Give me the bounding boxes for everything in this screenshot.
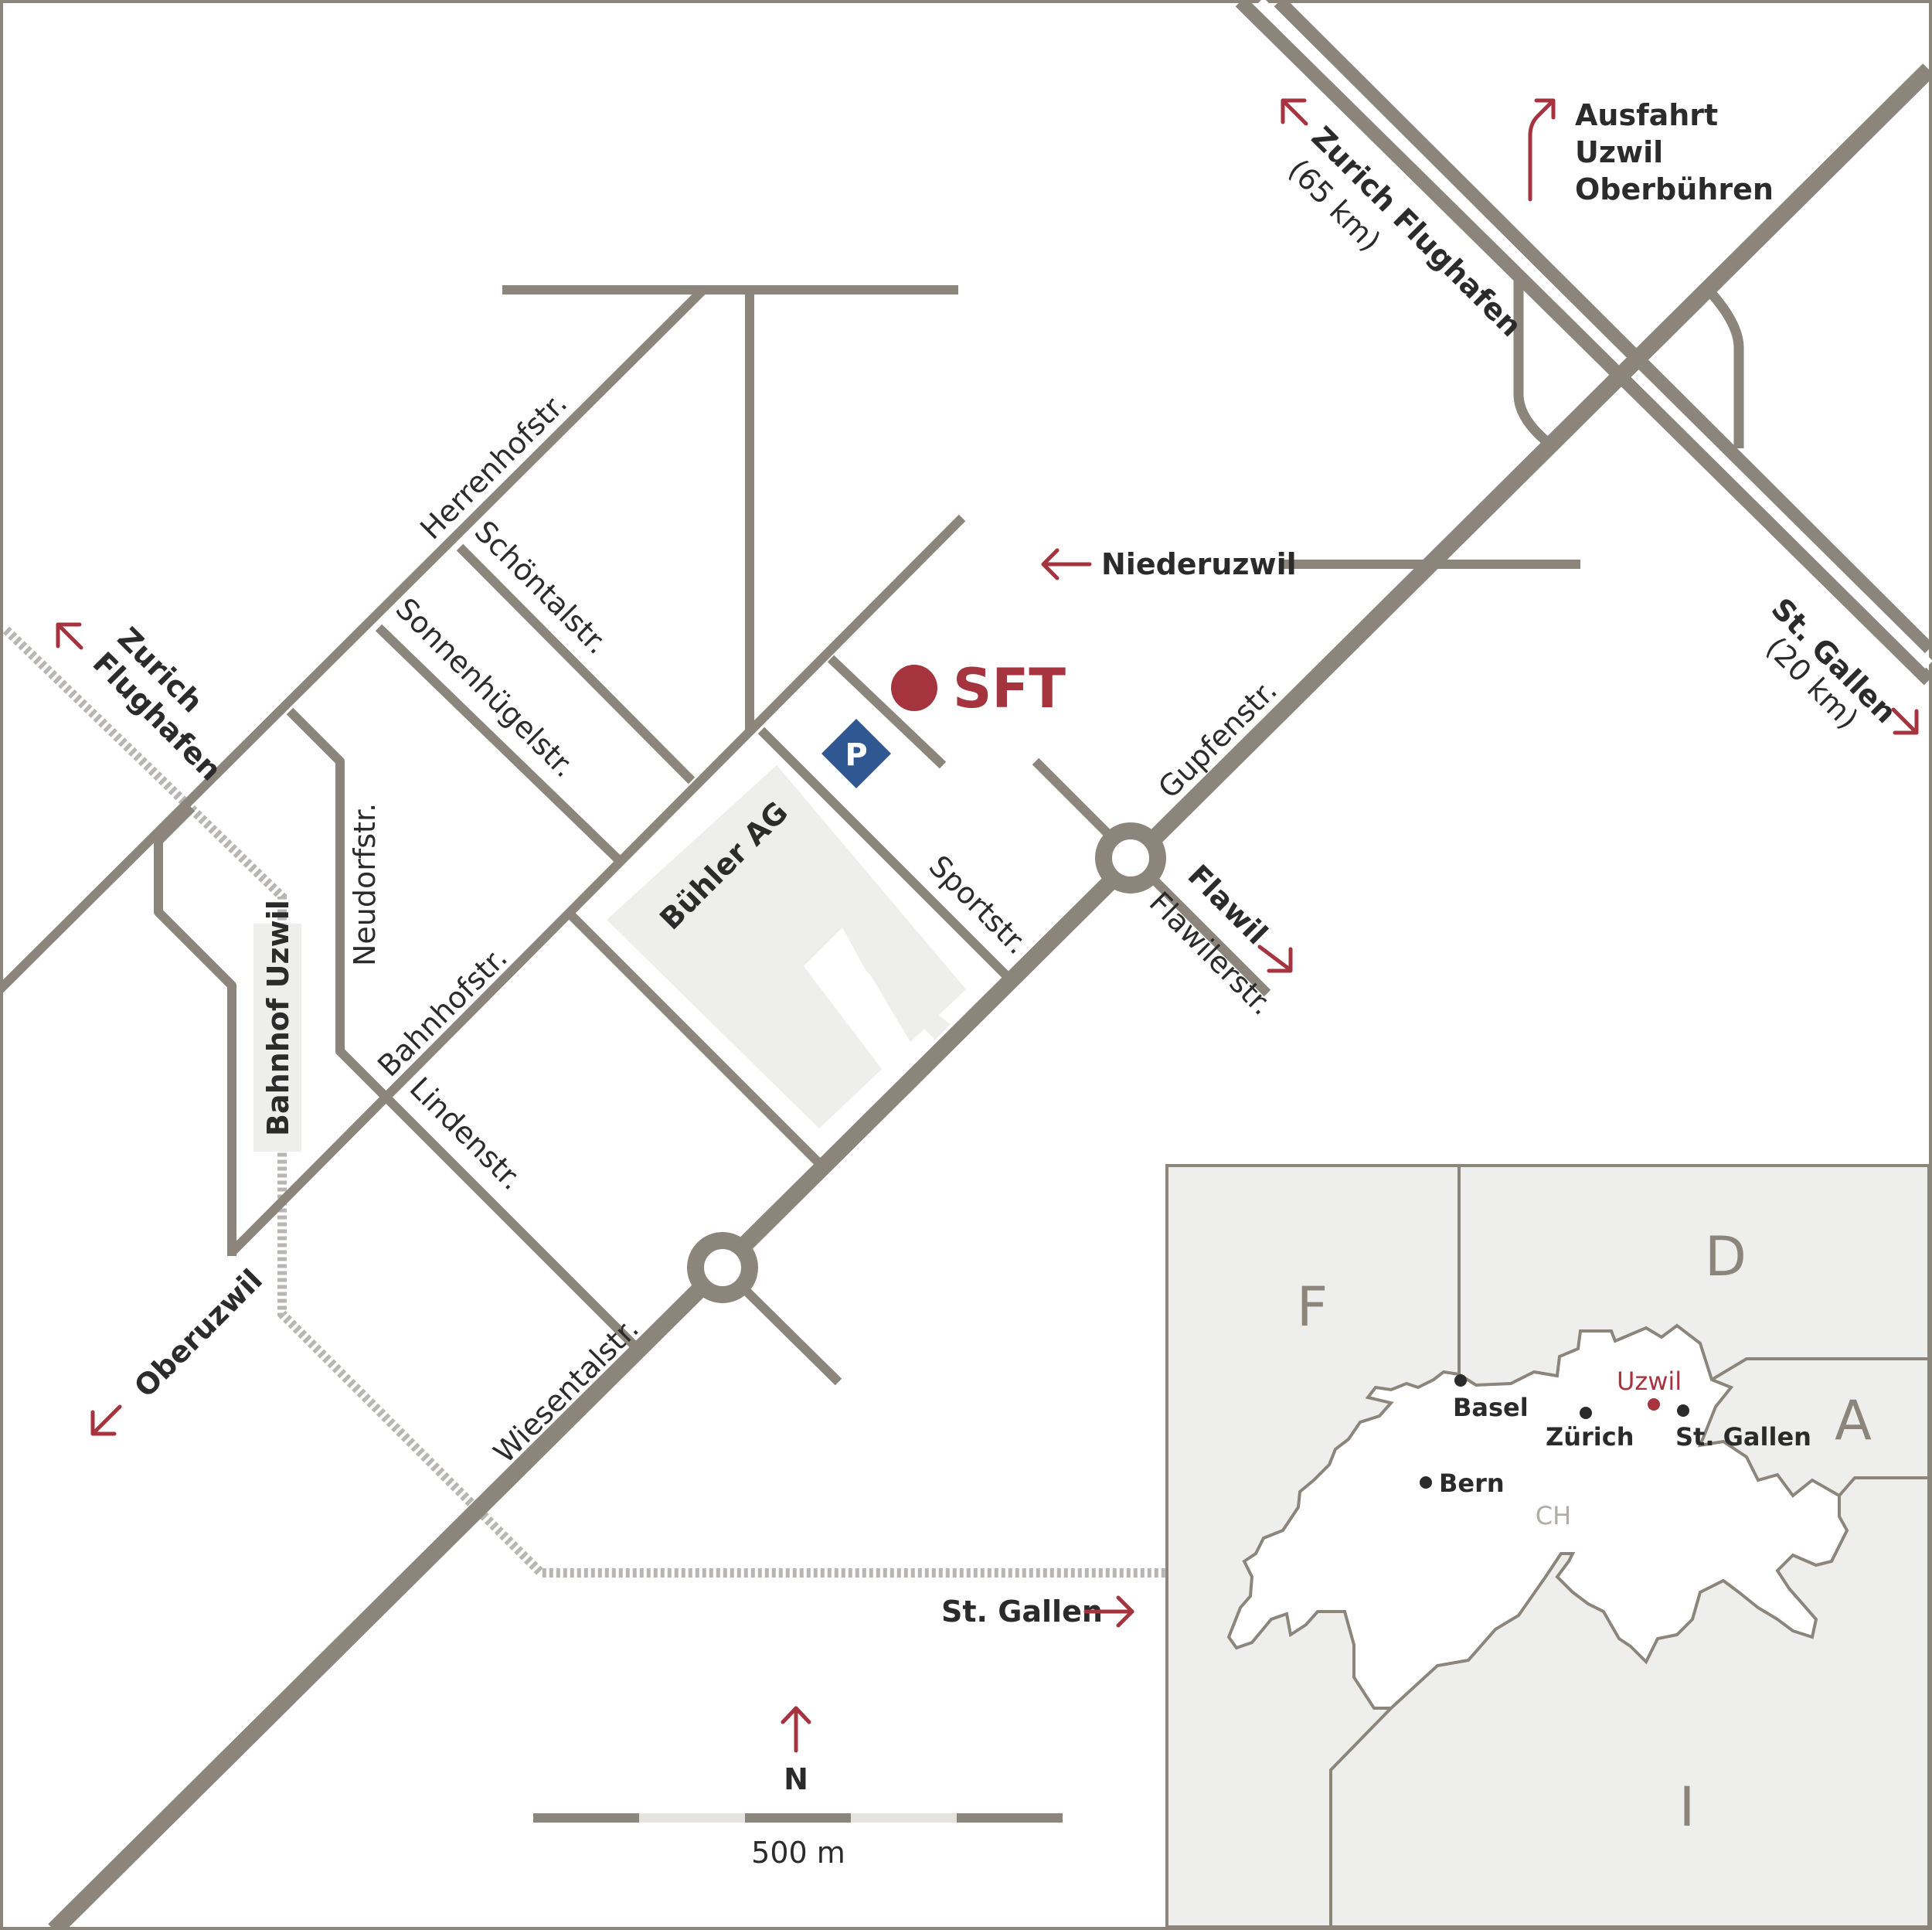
city-dot-basel: [1454, 1374, 1467, 1387]
dest-exit-line2: Uzwil: [1575, 135, 1663, 169]
scale-label: 500 m: [751, 1836, 845, 1870]
border-d-a: [1710, 1357, 1929, 1381]
arrow-st-gallen-bottom: [1083, 1595, 1134, 1628]
roundabout-south: [687, 1232, 758, 1303]
country-d: D: [1705, 1225, 1747, 1288]
buehler-ag-area: [607, 765, 966, 1128]
main-road: [48, 63, 1932, 1930]
arrow-exit: [1528, 98, 1556, 202]
city-zurich: Zürich: [1546, 1422, 1634, 1452]
city-st-gallen: St. Gallen: [1675, 1422, 1811, 1452]
station-label-bg: [253, 924, 301, 1152]
motorway: [1235, 0, 1932, 686]
scale-bar: [533, 1813, 1063, 1823]
arrow-niederuzwil: [1041, 548, 1092, 580]
dest-st-gallen-bottom: St. Gallen: [941, 1595, 1103, 1629]
country-i: I: [1679, 1775, 1696, 1839]
buehler-ag-notch-2: [842, 928, 951, 1040]
border-a-i: [1838, 1476, 1929, 1497]
city-dot-uzwil: [1648, 1398, 1660, 1411]
arrow-zurich-airport-left: [56, 622, 83, 650]
station-label: Bahnhof Uzwil: [261, 900, 295, 1136]
north-arrow-icon: [781, 1706, 811, 1753]
dest-exit-line1: Ausfahrt: [1575, 98, 1718, 132]
parking-sign: P: [821, 719, 891, 788]
country-f: F: [1297, 1275, 1328, 1339]
street-neudorfstr: Neudorfstr.: [348, 803, 382, 966]
sft-logo-text: SFT: [953, 657, 1066, 720]
country-a: A: [1835, 1389, 1872, 1452]
arrow-zurich-airport-top: [1281, 98, 1308, 126]
parking-label: P: [845, 737, 867, 773]
city-bern: Bern: [1439, 1469, 1505, 1498]
arrow-oberuzwil: [90, 1404, 122, 1436]
sft-logo: SFT: [891, 657, 1066, 720]
city-dot-bern: [1420, 1476, 1432, 1489]
buehler-ag-notch: [804, 928, 916, 1078]
location-marker-icon: [891, 665, 937, 711]
border-f-i: [1329, 1707, 1393, 1927]
arrow-st-gallen-top: [1891, 707, 1919, 735]
compass-label: N: [784, 1762, 808, 1796]
country-ch: CH: [1536, 1501, 1571, 1530]
dest-niederuzwil: Niederuzwil: [1101, 547, 1297, 581]
city-basel: Basel: [1453, 1393, 1529, 1422]
parking-icon: [821, 719, 891, 788]
city-dot-zurich: [1580, 1407, 1592, 1419]
switzerland-shape: [1226, 1323, 1849, 1710]
roundabout-north: [1095, 822, 1166, 894]
city-uzwil: Uzwil: [1617, 1367, 1682, 1396]
dest-exit-line3: Oberbühren: [1575, 172, 1774, 206]
city-dot-st-gallen: [1677, 1404, 1689, 1417]
inset-map: F D A I CH Basel Zürich St. Gallen Bern …: [1165, 1164, 1930, 1928]
arrow-flawil: [1257, 945, 1293, 973]
